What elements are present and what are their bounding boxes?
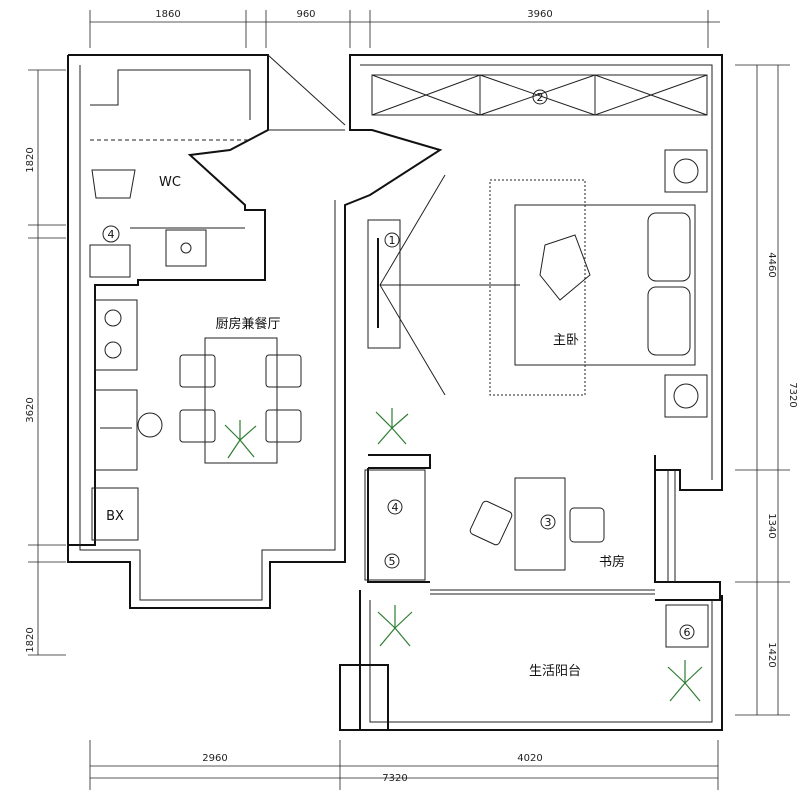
sink-icon	[165, 229, 207, 267]
tv-cabinet	[367, 219, 401, 349]
room-wc: WC	[159, 175, 181, 190]
marker-3	[540, 514, 556, 530]
marker-4a-label: 4	[108, 228, 115, 241]
nightstand	[664, 149, 708, 193]
wardrobe	[371, 74, 708, 116]
fridge-box	[91, 487, 139, 541]
room-balcony: 生活阳台	[529, 664, 581, 679]
left-dimension-line: 1820 3620 1820	[25, 69, 66, 656]
nightstand	[664, 374, 708, 418]
person-icon	[137, 412, 163, 438]
marker-4b	[387, 499, 403, 515]
chair-icon	[569, 507, 605, 543]
marker-4a	[102, 225, 120, 243]
marker-5	[384, 553, 400, 569]
marker-3-label: 3	[545, 516, 552, 529]
marker-2-label: 2	[537, 91, 544, 104]
bottom-dimension-line: 2960 4020 7320	[89, 740, 719, 790]
right-dimension-line: 4460 1340 1420 7320	[735, 64, 798, 716]
marker-5-label: 5	[389, 555, 396, 568]
washer-icon	[89, 244, 131, 278]
room-study: 书房	[599, 554, 625, 570]
desk	[514, 477, 566, 571]
dining-table	[204, 337, 278, 464]
plant-icon	[667, 660, 703, 702]
balcony-area: 生活阳台 6	[377, 604, 709, 702]
chair-icon	[469, 500, 513, 546]
room-kitchen-dining: 厨房兼餐厅	[215, 316, 280, 332]
top-dimension-line: 1860 960 3960	[89, 9, 720, 48]
marker-6-label: 6	[684, 626, 691, 639]
dim-left-3: 1820	[25, 627, 36, 652]
dim-right-1: 4460	[766, 252, 777, 277]
dim-right-total: 7320	[787, 382, 798, 407]
fridge-label: BX	[106, 509, 124, 524]
marker-1	[384, 232, 400, 248]
master-bedroom-area: 2 1 主卧	[367, 74, 708, 445]
dim-top-3: 3960	[527, 9, 552, 20]
pillow-icon	[647, 212, 691, 282]
dim-bottom-total: 7320	[382, 773, 407, 784]
chair-icon	[265, 354, 302, 388]
chair-icon	[265, 409, 302, 443]
dim-bottom-1: 2960	[202, 753, 227, 764]
rug	[489, 179, 586, 396]
pillow-icon	[647, 286, 691, 356]
pillar	[339, 664, 389, 731]
marker-6	[679, 624, 695, 640]
wc-area: WC 4	[89, 69, 251, 278]
marker-4b-label: 4	[392, 501, 399, 514]
study-area: 4 5 3 书房	[384, 477, 625, 571]
chair-icon	[179, 409, 216, 443]
plant-icon	[224, 420, 257, 459]
plant-icon	[377, 605, 413, 647]
dim-left-2: 3620	[25, 397, 36, 422]
toilet-icon	[91, 169, 136, 199]
room-master-bedroom: 主卧	[553, 333, 579, 348]
dim-right-3: 1420	[766, 642, 777, 667]
marker-2	[532, 89, 548, 105]
dim-top-1: 1860	[155, 9, 180, 20]
marker-1-label: 1	[389, 234, 396, 247]
plant-icon	[375, 408, 409, 445]
chair-icon	[179, 354, 216, 388]
dim-right-2: 1340	[766, 513, 777, 538]
kitchen-sink-icon	[94, 389, 138, 471]
cushion-icon	[539, 234, 591, 301]
dim-top-2: 960	[296, 9, 315, 20]
stove-icon	[94, 299, 138, 371]
dim-bottom-2: 4020	[517, 753, 542, 764]
washbasin-box	[665, 604, 709, 648]
kitchen-area: BX 厨房兼餐厅	[91, 299, 302, 541]
dim-left-1: 1820	[25, 147, 36, 172]
walls	[67, 54, 723, 731]
bed	[514, 204, 696, 366]
